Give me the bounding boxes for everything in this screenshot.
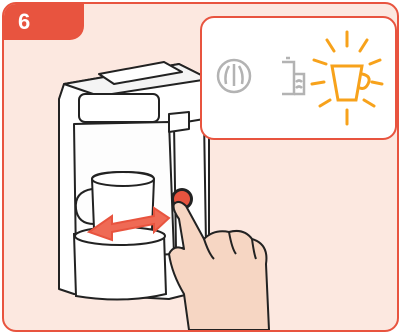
drip-tray <box>74 227 166 300</box>
indicator-lights <box>202 18 395 138</box>
water-tank-icon <box>282 58 304 94</box>
step-number-badge: 6 <box>4 4 84 40</box>
cup-lit-icon <box>312 32 382 124</box>
steam-icon <box>218 60 250 92</box>
indicator-callout <box>200 16 397 140</box>
hand <box>169 202 269 330</box>
